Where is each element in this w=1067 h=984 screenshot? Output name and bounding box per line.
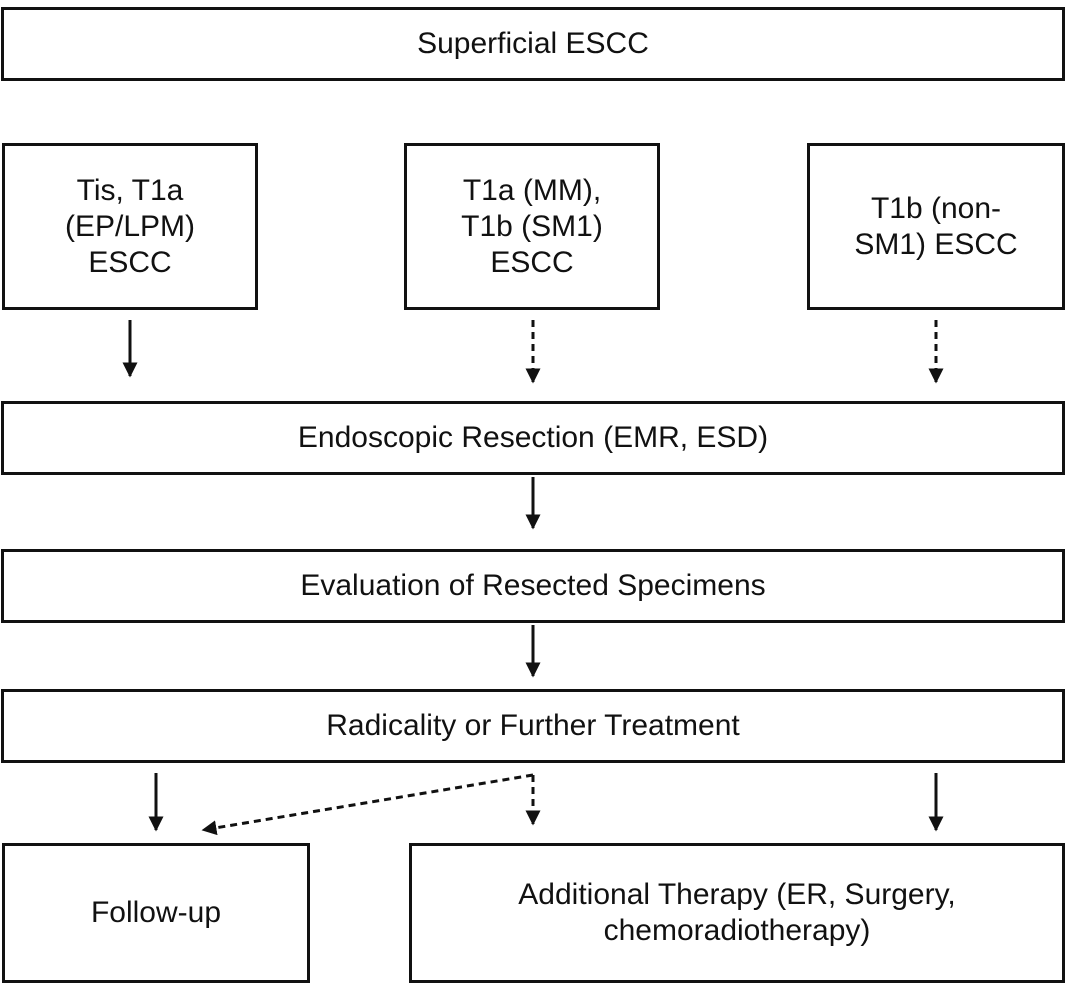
node-label: Follow-up [90, 896, 222, 929]
node-label: Radicality or Further Treatment [326, 709, 740, 742]
node-t1b-non-sm1: T1b (non- SM1) ESCC [807, 143, 1065, 310]
node-label: Evaluation of Resected Specimens [300, 569, 766, 602]
node-tis-t1a: Tis, T1a (EP/LPM) ESCC [2, 143, 258, 310]
node-evaluation: Evaluation of Resected Specimens [1, 549, 1065, 623]
node-label: T1b (non- SM1) ESCC [854, 191, 1018, 261]
node-additional-therapy: Additional Therapy (ER, Surgery, chemora… [409, 843, 1065, 983]
node-label: Tis, T1a (EP/LPM) ESCC [64, 173, 196, 279]
node-endoscopic-resection: Endoscopic Resection (EMR, ESD) [1, 401, 1065, 475]
node-label: Additional Therapy (ER, Surgery, chemora… [518, 878, 956, 947]
arrow-radicality-to-followup-dashed [201, 773, 534, 836]
node-label: T1a (MM), T1b (SM1) ESCC [461, 173, 603, 279]
node-follow-up: Follow-up [2, 843, 310, 983]
node-radicality: Radicality or Further Treatment [1, 689, 1065, 763]
node-t1a-mm-t1b-sm1: T1a (MM), T1b (SM1) ESCC [404, 143, 660, 310]
node-label: Endoscopic Resection (EMR, ESD) [297, 421, 769, 454]
node-label: Superficial ESCC [417, 27, 649, 60]
node-superficial-escc: Superficial ESCC [1, 7, 1065, 81]
